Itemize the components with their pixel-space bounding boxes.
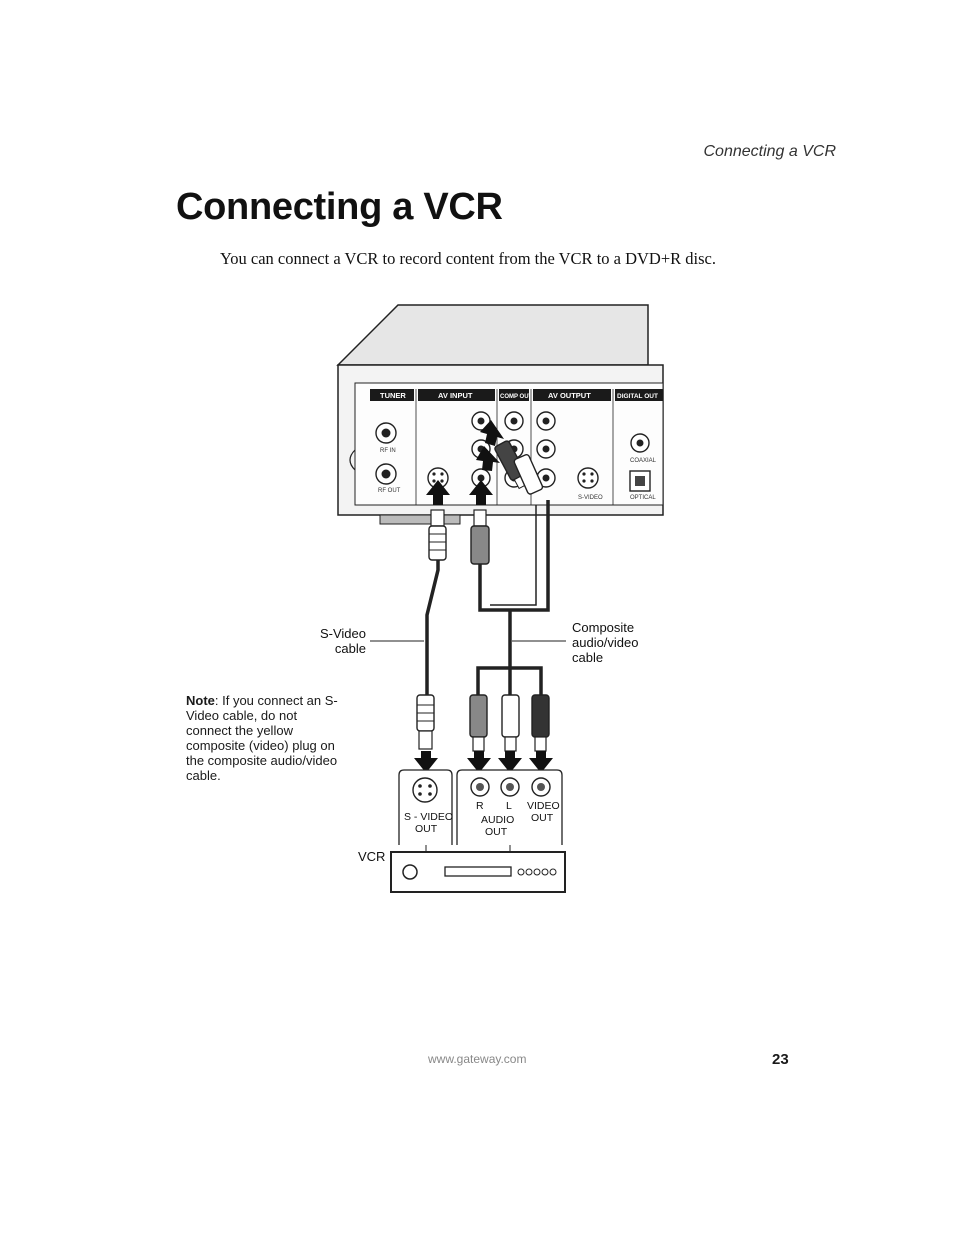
page-title: Connecting a VCR bbox=[176, 186, 503, 228]
section-av-output: AV OUTPUT bbox=[548, 391, 591, 400]
vcr-label: VCR bbox=[358, 849, 386, 864]
note-label: Note bbox=[186, 693, 215, 708]
port-label-rf-out: RF OUT bbox=[378, 488, 401, 494]
svideo-cable bbox=[416, 509, 447, 750]
intro-paragraph: You can connect a VCR to record content … bbox=[220, 249, 716, 268]
vcr-label-video-out-1: VIDEO bbox=[527, 800, 560, 812]
vcr-unit bbox=[390, 851, 566, 893]
vcr-label-audio-out-2: OUT bbox=[485, 826, 508, 838]
port-label-rf-in: RF IN bbox=[380, 448, 396, 454]
vcr-port-panels: S - VIDEO OUT R L AUDIO OUT VIDEO OUT bbox=[398, 769, 563, 852]
port-label-optical: OPTICAL bbox=[630, 495, 656, 501]
composite-cable-label-line3: cable bbox=[572, 650, 604, 665]
vcr-label-l: L bbox=[506, 800, 512, 812]
svideo-cable-label-line2: cable bbox=[334, 641, 366, 656]
note-text: : If you connect an S-Video cable, do no… bbox=[186, 693, 338, 783]
section-comp-out: COMP OUT bbox=[500, 394, 533, 400]
composite-cable-label-line2: audio/video bbox=[572, 635, 639, 650]
composite-cable-vcr-end bbox=[469, 694, 550, 752]
svideo-cable-label: S-Video cable bbox=[316, 626, 366, 656]
port-label-svideo: S-VIDEO bbox=[578, 495, 603, 501]
dvd-recorder: TUNER AV INPUT COMP OUT AV OUTPUT DIGITA… bbox=[336, 304, 664, 525]
section-av-input: AV INPUT bbox=[438, 391, 473, 400]
vcr-label-audio-out-1: AUDIO bbox=[481, 814, 514, 826]
page-number: 23 bbox=[772, 1051, 789, 1068]
composite-cable-label: Composite audio/video cable bbox=[572, 620, 672, 665]
vcr-label-r: R bbox=[476, 800, 484, 812]
note: Note: If you connect an S-Video cable, d… bbox=[186, 693, 346, 783]
svideo-cable-label-line1: S-Video bbox=[319, 626, 366, 641]
footer-url[interactable]: www.gateway.com bbox=[428, 1052, 527, 1066]
vcr-label-svideo-out-2: OUT bbox=[415, 823, 438, 835]
port-label-coaxial: COAXIAL bbox=[630, 458, 657, 464]
vcr-label-video-out-2: OUT bbox=[531, 812, 554, 824]
composite-cable-dvd-end bbox=[470, 440, 550, 695]
section-tuner: TUNER bbox=[380, 391, 406, 400]
running-head: Connecting a VCR bbox=[703, 143, 836, 160]
composite-cable-label-line1: Composite bbox=[572, 620, 635, 635]
vcr-label-svideo-out-1: S - VIDEO bbox=[404, 811, 453, 823]
connection-arrows bbox=[414, 420, 553, 773]
section-digital-out: DIGITAL OUT bbox=[617, 393, 658, 400]
